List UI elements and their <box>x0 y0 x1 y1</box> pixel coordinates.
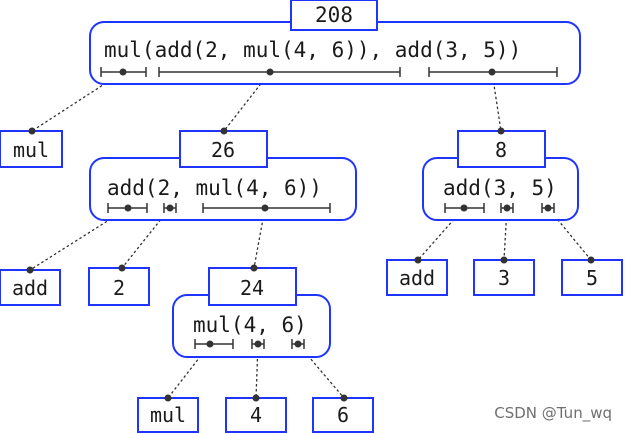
leaf-two: 2 <box>88 264 150 306</box>
leaf-add-right-op-box <box>386 259 448 296</box>
leaf-add-left-op: add <box>0 266 61 306</box>
leaf-three-label: 3 <box>498 266 510 290</box>
mul-inner-dot-arg1 <box>254 340 262 348</box>
leaf-add-left-op-dot <box>26 266 34 274</box>
mul-inner-value-box <box>208 267 297 306</box>
add-right-dot-op <box>460 204 468 212</box>
leaf-six-label: 6 <box>337 403 349 427</box>
add-right-dot-arg2 <box>544 204 552 212</box>
leaf-add-right-op: add <box>386 256 448 296</box>
leaf-three-box <box>473 259 535 296</box>
leaf-mul-root-dot <box>28 127 36 135</box>
node-mul-inner: 24 mul(4, 6) <box>172 264 331 358</box>
root-dot-arg2 <box>488 68 496 76</box>
add-left-dot-arg2 <box>261 204 269 212</box>
add-right-expression: add(3, 5) <box>443 176 557 200</box>
add-left-value-box <box>179 130 268 168</box>
leaf-four-label: 4 <box>250 403 262 427</box>
add-left-value: 26 <box>211 138 235 162</box>
root-dot-op <box>119 68 127 76</box>
mul-inner-top-dot <box>250 264 258 272</box>
leaf-three-dot <box>500 256 508 264</box>
leaf-four-dot <box>252 394 260 402</box>
leaf-add-left-op-label: add <box>12 276 48 300</box>
root-value: 208 <box>315 3 353 27</box>
mul-inner-dot-op <box>206 340 214 348</box>
leaf-two-label: 2 <box>113 276 125 300</box>
node-add-right: 8 add(3, 5) <box>422 127 579 221</box>
leaf-add-right-op-dot <box>414 256 422 264</box>
leaf-four: 4 <box>225 394 287 433</box>
mul-inner-expression: mul(4, 6) <box>193 313 307 337</box>
leaf-mul-inner-op: mul <box>137 394 199 433</box>
add-right-dot-arg1 <box>503 204 511 212</box>
leaf-mul-inner-op-label: mul <box>150 403 186 427</box>
connector-add-left-op <box>29 207 129 271</box>
leaf-two-dot <box>118 264 126 272</box>
root-dot-arg1 <box>266 68 274 76</box>
leaf-add-right-op-label: add <box>399 266 435 290</box>
root-value-box <box>290 0 378 31</box>
add-right-value: 8 <box>495 138 507 162</box>
root-node: 208 mul(add(2, mul(4, 6)), add(3, 5)) <box>89 0 581 85</box>
connector-mul-inner-four <box>255 343 259 399</box>
connector-root-mul <box>31 71 124 132</box>
leaf-two-box <box>88 267 150 306</box>
add-left-dot-op <box>124 204 132 212</box>
leaf-three: 3 <box>473 256 535 296</box>
add-left-dot-arg1 <box>166 204 174 212</box>
mul-inner-dot-arg2 <box>294 340 302 348</box>
watermark-text: CSDN @Tun_wq <box>494 404 612 423</box>
leaf-six: 6 <box>312 394 374 433</box>
add-left-expression: add(2, mul(4, 6)) <box>107 176 322 200</box>
add-right-value-box <box>457 130 546 168</box>
leaf-five-label: 5 <box>586 266 598 290</box>
leaf-five: 5 <box>561 256 623 296</box>
leaf-mul-inner-op-dot <box>164 394 172 402</box>
leaf-mul-root-label: mul <box>13 138 49 162</box>
mul-inner-value: 24 <box>240 276 264 300</box>
leaf-five-dot <box>587 256 595 264</box>
leaf-add-left-op-box <box>0 269 61 306</box>
leaf-mul-inner-op-box <box>137 397 199 433</box>
leaf-five-box <box>561 259 623 296</box>
root-expression: mul(add(2, mul(4, 6)), add(3, 5)) <box>104 38 521 62</box>
connector-add-right-three <box>503 207 508 261</box>
add-right-top-dot <box>497 127 505 135</box>
leaf-six-dot <box>340 394 348 402</box>
node-add-left: 26 add(2, mul(4, 6)) <box>89 127 357 221</box>
leaf-mul-root: mul <box>0 127 63 168</box>
add-left-top-dot <box>220 127 228 135</box>
